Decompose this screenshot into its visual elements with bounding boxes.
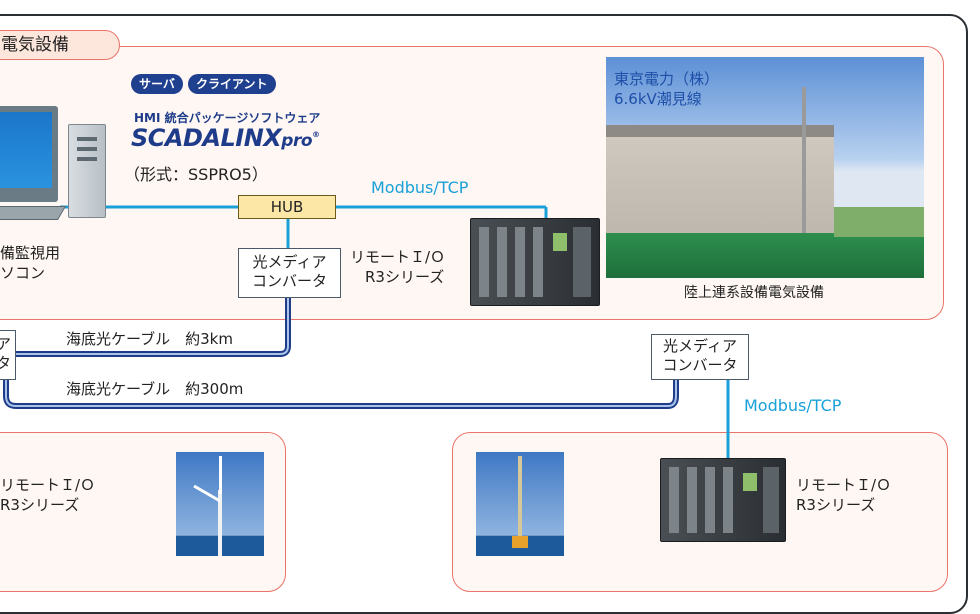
wind-turbine-photo xyxy=(176,452,264,556)
media-converter-center: 光メディア コンバータ xyxy=(238,248,341,298)
converter-right-line1: 光メディア xyxy=(663,337,737,355)
converter-left-line1: ア xyxy=(0,335,11,353)
remote-io-bottom-right-line1: リモートＩ/Ｏ xyxy=(796,476,892,494)
protocol-right: Modbus/TCP xyxy=(744,396,842,415)
pc-label-line1: 備監視用 xyxy=(0,244,61,262)
converter-left-line2: タ xyxy=(0,354,11,372)
media-converter-left: ア タ xyxy=(0,330,16,380)
met-mast-photo xyxy=(476,452,564,556)
photo-caption: 陸上連系設備電気設備 xyxy=(684,285,824,301)
client-badge: クライアント xyxy=(188,74,276,94)
software-caption: HMI 統合パッケージソフトウェア xyxy=(134,111,321,125)
onshore-facility-photo xyxy=(606,57,924,278)
remote-io-unit-top xyxy=(470,218,600,306)
remote-io-bottom-right-line2: R3シリーズ xyxy=(796,496,876,514)
hub: HUB xyxy=(238,195,336,219)
pc-monitor xyxy=(0,106,58,202)
pc-tower xyxy=(68,124,106,218)
scadalinx-logo: SCADALINXpro® xyxy=(131,124,320,152)
connection-lines xyxy=(0,111,776,460)
remote-io-top-line1: リモートＩ/Ｏ xyxy=(350,248,446,266)
converter-center-line2: コンバータ xyxy=(251,272,327,290)
remote-io-top-line2: R3シリーズ xyxy=(365,268,445,286)
converter-center-line1: 光メディア xyxy=(252,253,327,271)
remote-io-bottom-left-line2: R3シリーズ xyxy=(0,496,80,514)
software-model: （形式：SSPRO5） xyxy=(124,165,268,184)
pc-keyboard xyxy=(0,206,67,220)
server-badge: サーバ xyxy=(131,74,183,94)
remote-io-bottom-left-line1: リモートＩ/Ｏ xyxy=(0,476,96,494)
remote-io-unit-bottom xyxy=(660,458,786,542)
photo-callout-line2: 6.6kV潮見線 xyxy=(614,90,702,108)
converter-right-line2: コンバータ xyxy=(662,356,738,374)
media-converter-right: 光メディア コンバータ xyxy=(651,334,749,380)
protocol-top: Modbus/TCP xyxy=(371,178,469,197)
pc-label-line2: ソコン xyxy=(0,264,46,282)
photo-callout-line1: 東京電力（株） xyxy=(614,70,720,88)
cable-label-300m: 海底光ケーブル 約300m xyxy=(66,380,244,398)
section-tab: 電気設備 xyxy=(0,30,120,60)
cable-label-3km: 海底光ケーブル 約3km xyxy=(66,330,233,348)
